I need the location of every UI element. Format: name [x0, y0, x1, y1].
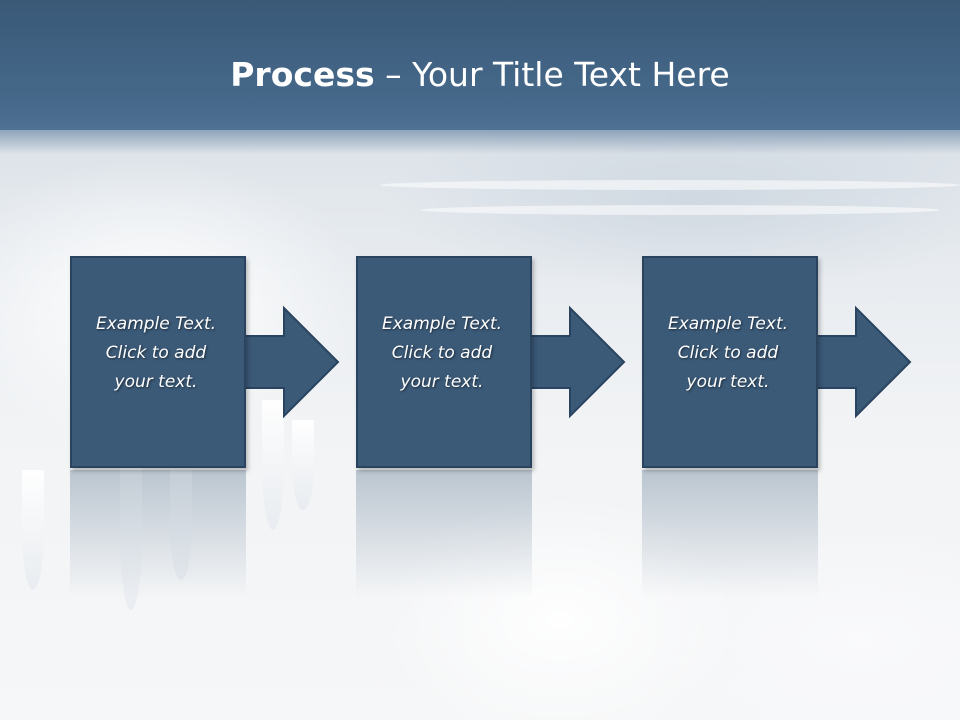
- step-reflection: [70, 470, 246, 620]
- title-bar: Process – Your Title Text Here: [0, 0, 960, 154]
- step-box[interactable]: [70, 256, 246, 468]
- icicle-shape: [120, 460, 142, 610]
- step-box[interactable]: [356, 256, 532, 468]
- right-arrow-icon: [815, 305, 912, 419]
- step-text-line: Click to add: [391, 343, 493, 363]
- step-text-line: your text.: [686, 372, 770, 392]
- title-rest-text: – Your Title Text Here: [374, 55, 730, 94]
- process-step-1: Example Text. Click to add your text.: [70, 256, 340, 468]
- process-step-3: Example Text. Click to add your text.: [642, 256, 912, 468]
- step-text-line: Click to add: [677, 343, 779, 363]
- step-text-line: your text.: [400, 372, 484, 392]
- step-text[interactable]: Example Text. Click to add your text.: [356, 310, 528, 397]
- step-reflection: [642, 470, 818, 620]
- right-arrow-icon: [243, 305, 340, 419]
- process-step-2: Example Text. Click to add your text.: [356, 256, 626, 468]
- slide-title[interactable]: Process – Your Title Text Here: [0, 53, 960, 97]
- icicle-shape: [22, 470, 44, 590]
- icicle-shape: [292, 420, 314, 510]
- step-text[interactable]: Example Text. Click to add your text.: [70, 310, 242, 397]
- icicle-shape: [262, 400, 284, 530]
- step-reflection: [356, 470, 532, 620]
- step-text-line: Example Text.: [381, 314, 503, 334]
- step-text-line: Example Text.: [95, 314, 217, 334]
- icicle-shape: [170, 470, 192, 580]
- step-text[interactable]: Example Text. Click to add your text.: [642, 310, 814, 397]
- title-bold-text: Process: [230, 55, 375, 94]
- step-text-line: Click to add: [105, 343, 207, 363]
- water-ripple: [380, 180, 960, 190]
- step-text-line: Example Text.: [667, 314, 789, 334]
- right-arrow-icon: [529, 305, 626, 419]
- step-box[interactable]: [642, 256, 818, 468]
- water-ripple: [420, 205, 940, 215]
- step-text-line: your text.: [114, 372, 198, 392]
